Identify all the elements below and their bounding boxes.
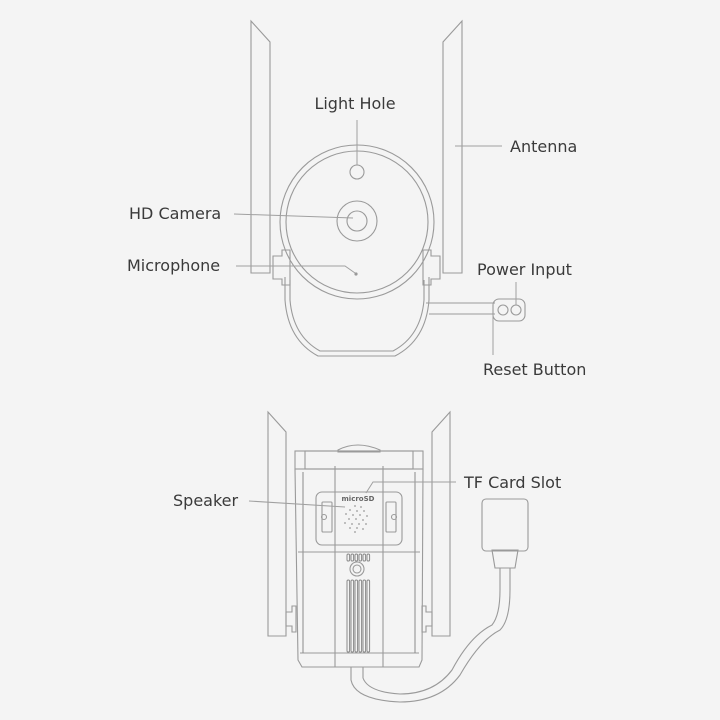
vent-slot <box>358 579 363 653</box>
speaker-hole <box>351 523 353 525</box>
leader-speaker <box>248 500 346 508</box>
label-hd-camera: HD Camera <box>129 204 221 223</box>
speaker-hole <box>362 528 364 530</box>
back-button-inner <box>352 564 362 574</box>
speaker-hole <box>349 509 351 511</box>
speaker-hole <box>348 518 350 520</box>
vent-slot <box>346 579 351 653</box>
back-right-antenna <box>431 410 451 637</box>
label-microphone: Microphone <box>127 256 220 275</box>
speaker-hole <box>360 506 362 508</box>
vent-slot-top <box>350 553 355 562</box>
vent-slots <box>346 553 371 653</box>
vent-slot-top <box>358 553 363 562</box>
speaker-plate <box>315 491 403 546</box>
speaker-hole <box>363 510 365 512</box>
left-antenna <box>250 19 271 274</box>
top-cap <box>294 450 424 470</box>
back-left-hinge <box>285 605 297 633</box>
speaker-hole <box>356 527 358 529</box>
lens-inner <box>346 210 368 232</box>
plug-neck <box>491 549 519 569</box>
microsd-marking: microSD <box>342 495 375 503</box>
back-button-outer <box>349 561 365 577</box>
speaker-hole <box>362 519 364 521</box>
vent-slot-top <box>366 553 371 562</box>
microphone-dot <box>354 272 358 276</box>
plate-left-screw <box>320 513 328 521</box>
back-left-antenna <box>267 410 287 637</box>
mount-bracket-outer <box>284 277 430 357</box>
speaker-hole <box>359 514 361 516</box>
light-hole-icon <box>349 164 365 180</box>
top-bump <box>337 444 381 453</box>
back-view: microSD Speaker TF Card Slot <box>173 410 561 703</box>
leader-microphone <box>236 265 356 274</box>
speaker-hole <box>354 505 356 507</box>
speaker-hole <box>358 523 360 525</box>
vent-slot <box>350 579 355 653</box>
right-antenna <box>442 19 463 274</box>
left-hinge <box>272 249 291 286</box>
power-input-icon <box>510 304 522 316</box>
vent-slot-top <box>346 553 351 562</box>
speaker-hole <box>345 513 347 515</box>
label-tf-card-slot: TF Card Slot <box>463 473 561 492</box>
label-antenna: Antenna <box>510 137 577 156</box>
speaker-grille <box>344 505 368 533</box>
label-reset-button: Reset Button <box>483 360 586 379</box>
reset-button-icon <box>497 304 509 316</box>
top-cap-inner <box>304 450 414 470</box>
speaker-hole <box>352 514 354 516</box>
port-block <box>492 298 526 322</box>
mount-bracket-inner <box>289 280 425 352</box>
right-hinge <box>422 249 441 286</box>
back-right-hinge <box>421 605 433 633</box>
vent-slot-top <box>362 553 367 562</box>
speaker-hole <box>366 515 368 517</box>
lens-outer <box>336 200 378 242</box>
vent-slot <box>354 579 359 653</box>
speaker-hole <box>344 522 346 524</box>
speaker-hole <box>365 523 367 525</box>
leader-tf-card-slot <box>365 481 456 494</box>
camera-head-outer <box>279 144 435 300</box>
back-cable-outer <box>350 568 511 703</box>
vent-slot-top <box>354 553 359 562</box>
speaker-hole <box>355 518 357 520</box>
front-view: Light Hole Antenna HD Camera Microphone … <box>127 19 586 379</box>
camera-head-inner <box>285 150 429 294</box>
vent-slot <box>366 579 371 653</box>
speaker-hole <box>354 531 356 533</box>
label-power-input: Power Input <box>477 260 572 279</box>
vent-slot <box>362 579 367 653</box>
back-cable-inner <box>362 568 501 695</box>
plug-head <box>481 498 529 552</box>
speaker-hole <box>349 527 351 529</box>
front-cable <box>426 302 495 315</box>
speaker-hole <box>356 510 358 512</box>
label-speaker: Speaker <box>173 491 239 510</box>
plate-right-screw <box>390 513 398 521</box>
leader-hd-camera <box>233 213 354 219</box>
label-light-hole: Light Hole <box>314 94 395 113</box>
